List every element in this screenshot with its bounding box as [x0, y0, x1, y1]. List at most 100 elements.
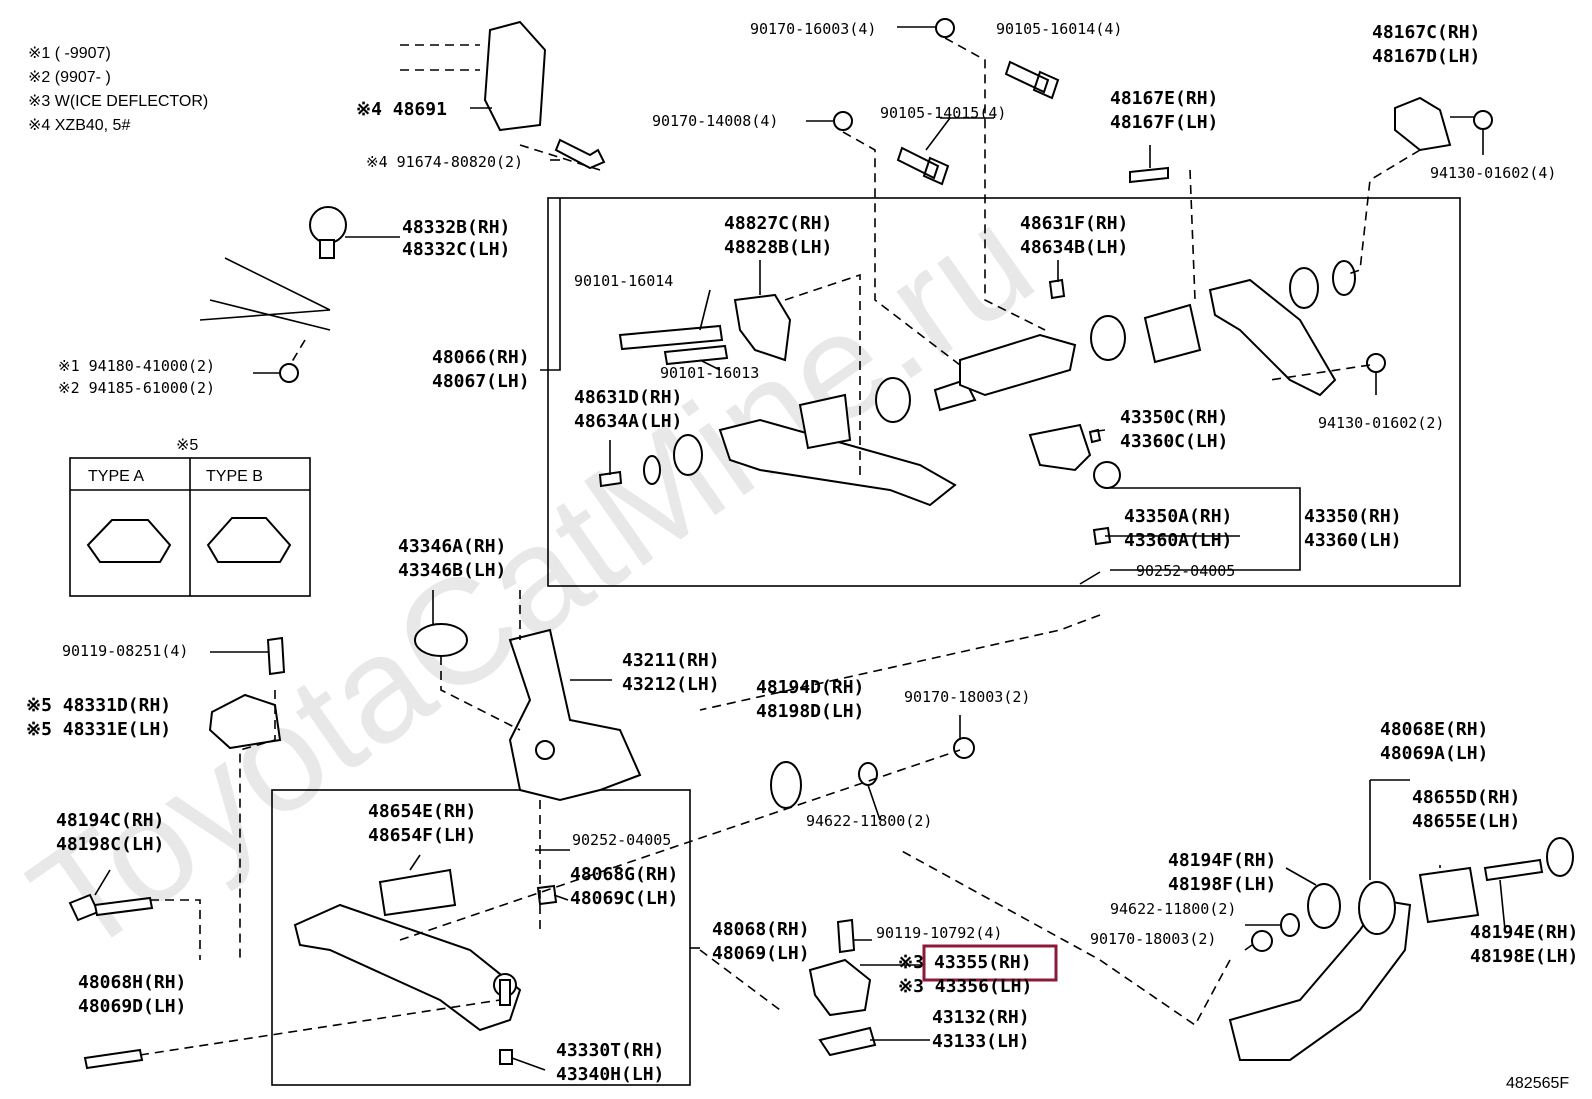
ball-joint-upper-icon — [1028, 423, 1092, 472]
bolt-90119-08251-icon — [266, 636, 286, 676]
bolt-48068h-icon — [83, 1048, 144, 1070]
label-90119-10792: 90119-10792(4) — [876, 924, 1002, 942]
bracket-48691-icon — [483, 20, 547, 132]
bushing-48655d-icon — [1418, 866, 1480, 924]
watermark: ToyotaCatMine.ru — [2, 174, 1061, 986]
footnotes: ※1 ( -9907) ※2 (9907- ) ※3 W(ICE DEFLECT… — [28, 45, 208, 134]
label-48332b: 48332B(RH) — [402, 217, 510, 238]
label-90101-16014: 90101-16014 — [574, 272, 673, 290]
label-90170-18003-b: 90170-18003(2) — [1090, 930, 1216, 948]
deflector-43355-icon — [808, 958, 872, 1017]
mount-48331-icon — [208, 693, 282, 750]
label-90170-16003: 90170-16003(4) — [750, 20, 876, 38]
seal-ring-rear-icon — [1289, 267, 1319, 309]
label-48827c: 48827C(RH) — [724, 213, 832, 234]
label-48198e: 48198E(LH) — [1470, 946, 1578, 967]
nut-90170-16003-icon — [935, 18, 955, 38]
label-48194d: 48194D(RH) — [756, 677, 864, 698]
label-43212: 43212(LH) — [622, 674, 720, 695]
note-2: ※2 (9907- ) — [28, 69, 111, 86]
label-90105-16014: 90105-16014(4) — [996, 20, 1122, 38]
bushing-48654-icon — [378, 868, 457, 917]
collar-rear-icon — [1090, 315, 1126, 361]
label-43133: 43133(LH) — [932, 1031, 1030, 1052]
highlight-43355 — [922, 944, 1058, 982]
label-48068e: 48068E(RH) — [1380, 719, 1488, 740]
snap-ring-rear-icon — [1332, 260, 1356, 296]
bolt-90105-14015-icon — [896, 146, 950, 186]
label-94622-b: 94622-11800(2) — [1110, 900, 1236, 918]
nut-43350a-icon — [1092, 526, 1112, 546]
cam-bolt-48194e-icon — [1483, 858, 1544, 882]
upper-arm-shaft-icon — [959, 333, 1077, 397]
label-43360: 43360(LH) — [1304, 530, 1402, 551]
type-selection-box: ※5 TYPE A TYPE B — [69, 437, 311, 597]
label-43350: 43350(RH) — [1304, 506, 1402, 527]
label-48069c: 48069C(LH) — [570, 888, 678, 909]
label-48167e: 48167E(RH) — [1110, 88, 1218, 109]
label-94130-01602-4: 94130-01602(4) — [1430, 164, 1556, 182]
label-48198f: 48198F(LH) — [1168, 874, 1276, 895]
label-48167c: 48167C(RH) — [1372, 22, 1480, 43]
cam-plate-48194d-icon — [770, 761, 802, 809]
collar-front-icon — [875, 377, 911, 423]
type-b-label: TYPE B — [206, 468, 263, 485]
steering-knuckle-icon — [508, 628, 642, 802]
label-48167f: 48167F(LH) — [1110, 112, 1218, 133]
label-48066: 48066(RH) — [432, 347, 530, 368]
snap-ring-icon — [643, 455, 661, 485]
bolt-48631d-icon — [598, 470, 623, 488]
label-43346b: 43346B(LH) — [398, 560, 506, 581]
lower-arm-icon — [293, 903, 522, 1032]
label-94185: ※2 94185-61000(2) — [58, 379, 215, 397]
label-48194c: 48194C(RH) — [56, 810, 164, 831]
nut-90170-18003-icon — [953, 737, 975, 759]
cotter-pin-icon — [1079, 571, 1101, 585]
label-43350a: 43350A(RH) — [1124, 506, 1232, 527]
bolt-90101-16013-icon — [663, 344, 729, 366]
strut-bar-icon — [1228, 898, 1412, 1061]
label-48654e: 48654E(RH) — [368, 801, 476, 822]
label-48194f: 48194F(RH) — [1168, 850, 1276, 871]
label-43355: 43355(RH) — [934, 952, 1032, 973]
mount-type-a-icon — [86, 519, 172, 563]
bushing-rear-icon — [1143, 303, 1202, 364]
label-48069: 48069(LH) — [712, 943, 810, 964]
label-48631d: 48631D(RH) — [574, 387, 682, 408]
label-48655d: 48655D(RH) — [1412, 787, 1520, 808]
bolt-48167e-icon — [1129, 166, 1169, 184]
note-3: ※3 W(ICE DEFLECTOR) — [28, 93, 208, 110]
label-48634a: 48634A(LH) — [574, 411, 682, 432]
bolt-90119-10792-icon — [836, 918, 856, 954]
label-90101-16013: 90101-16013 — [660, 364, 759, 382]
bolt-90105-16014-icon — [1004, 60, 1060, 100]
label-48631f: 48631F(RH) — [1020, 213, 1128, 234]
mount-type-b-icon — [206, 517, 292, 563]
bushing-front-icon — [798, 393, 852, 450]
grease-fitting-icon — [1048, 278, 1066, 300]
label-48655e: 48655E(LH) — [1412, 811, 1520, 832]
diagram-code: 482565F — [1506, 1075, 1569, 1092]
label-90105-14015: 90105-14015(4) — [880, 104, 1006, 122]
nut-43330t-icon — [499, 1049, 513, 1065]
label-94622-a: 94622-11800(2) — [806, 812, 932, 830]
bracket-43132-icon — [818, 1026, 877, 1057]
dashed-connections — [139, 37, 1421, 1056]
label-48654f: 48654F(LH) — [368, 825, 476, 846]
nut-94130-icon — [1473, 110, 1493, 130]
note-4: ※4 XZB40, 5# — [28, 117, 130, 134]
label-94130-01602-2: 94130-01602(2) — [1318, 414, 1444, 432]
upper-arm-rear-icon — [1208, 278, 1337, 397]
type-a-label: TYPE A — [88, 468, 144, 485]
label-48198c: 48198C(LH) — [56, 834, 164, 855]
label-91674: ※4 91674-80820(2) — [366, 153, 523, 171]
cam-plate-48194f-icon — [1307, 883, 1341, 929]
label-90170-18003-a: 90170-18003(2) — [904, 688, 1030, 706]
label-48691: ※4 48691 — [356, 99, 447, 120]
bolt-90101-16014-icon — [618, 324, 724, 351]
label-48068h: 48068H(RH) — [78, 972, 186, 993]
label-43360c: 43360C(LH) — [1120, 431, 1228, 452]
label-48198d: 48198D(LH) — [756, 701, 864, 722]
